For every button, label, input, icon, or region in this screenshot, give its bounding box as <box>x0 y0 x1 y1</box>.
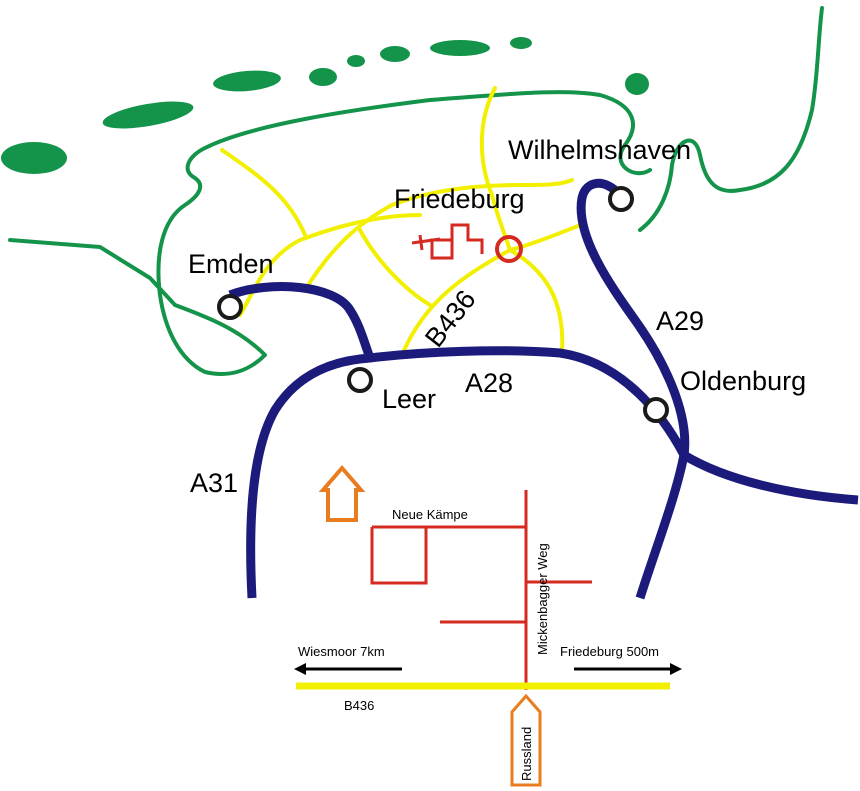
motorway-a29 <box>576 178 690 600</box>
city-label-emden: Emden <box>188 249 274 279</box>
island <box>380 46 410 62</box>
coastline-east <box>638 6 824 232</box>
oldenburg-marker-icon <box>643 397 669 423</box>
city-label-wilhelmshaven: Wilhelmshaven <box>508 135 691 165</box>
road-label-b436-detail: B436 <box>344 698 374 713</box>
island <box>102 101 194 129</box>
road <box>358 228 432 307</box>
house-icon <box>318 464 366 522</box>
local-roads <box>220 86 580 357</box>
detail-streets <box>370 490 592 690</box>
entry-arrow-sign-icon <box>510 693 542 787</box>
motorway-label-a28: A28 <box>465 368 513 398</box>
road <box>220 148 307 237</box>
city-label-friedeburg: Friedeburg <box>394 184 525 214</box>
road <box>479 86 512 252</box>
road-b436 <box>400 248 512 357</box>
motorway-label-a31: A31 <box>190 468 238 498</box>
road-label-b436: B436 <box>419 285 481 353</box>
road <box>508 248 565 354</box>
motorway-label-a29: A29 <box>656 306 704 336</box>
direction-label-wiesmoor: Wiesmoor 7km <box>298 644 385 659</box>
arrow-left-icon <box>294 663 402 675</box>
arrow-right-icon <box>574 663 682 675</box>
island <box>430 40 490 56</box>
road <box>303 203 394 292</box>
site-sketch-icon <box>411 223 484 260</box>
city-label-oldenburg: Oldenburg <box>680 366 806 396</box>
leer-marker-icon <box>347 367 373 393</box>
coastline <box>8 6 824 376</box>
island <box>213 70 281 92</box>
location-marker-icon <box>495 235 523 263</box>
motorway-spur-emden <box>228 282 375 360</box>
coastline-main <box>8 90 652 376</box>
motorway-a28-a31 <box>246 346 859 599</box>
wilhelmshaven-marker-icon <box>608 186 634 212</box>
detail-map: Russland Neue Kämpe Mickenbagger Weg Wie… <box>294 464 682 787</box>
street-label-neue-kaempe: Neue Kämpe <box>392 507 468 522</box>
island <box>510 37 532 49</box>
island <box>347 55 365 67</box>
island <box>309 68 337 86</box>
island <box>1 142 67 174</box>
plot-outline <box>370 527 428 585</box>
direction-label-friedeburg: Friedeburg 500m <box>560 644 659 659</box>
street-label-mickenbagger: Mickenbagger Weg <box>535 543 550 655</box>
road <box>508 224 580 252</box>
island <box>625 73 649 95</box>
town-markers <box>217 186 669 423</box>
city-label-leer: Leer <box>382 384 436 414</box>
islands <box>1 37 649 174</box>
motorways <box>228 178 859 600</box>
entry-sign-label: Russland <box>519 727 534 781</box>
road <box>390 178 574 207</box>
emden-marker-icon <box>217 294 243 320</box>
